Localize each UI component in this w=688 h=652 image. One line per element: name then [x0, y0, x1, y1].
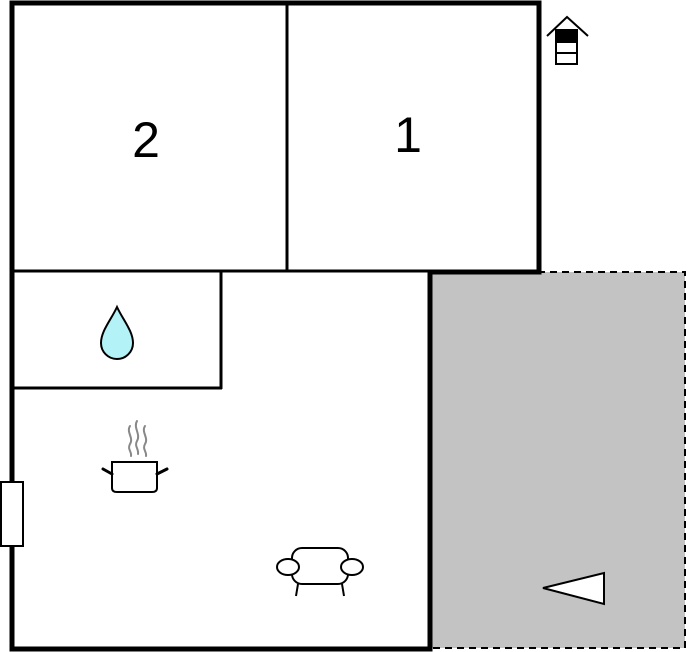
house-floor-level-icon	[546, 15, 589, 65]
cooking-pot-icon	[101, 420, 169, 493]
room-label-1: 1	[394, 107, 422, 163]
sofa-icon	[276, 547, 364, 597]
direction-arrow-icon	[542, 571, 605, 606]
entrance-door	[0, 481, 24, 547]
room-label-2: 2	[132, 112, 160, 168]
water-drop-icon	[99, 304, 135, 360]
